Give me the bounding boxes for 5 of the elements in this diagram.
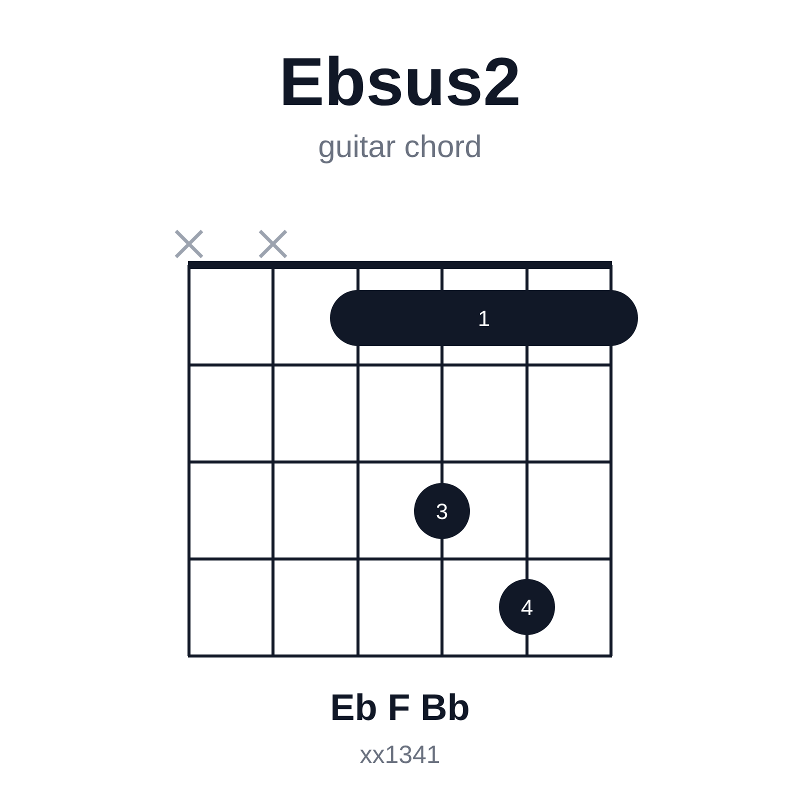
barre-bar: 1 <box>330 290 638 346</box>
chord-notes: Eb F Bb <box>329 686 471 730</box>
fingering-code: xx1341 <box>358 740 442 771</box>
subtitle: guitar chord <box>317 128 483 166</box>
chord-title: Ebsus2 <box>278 43 522 122</box>
